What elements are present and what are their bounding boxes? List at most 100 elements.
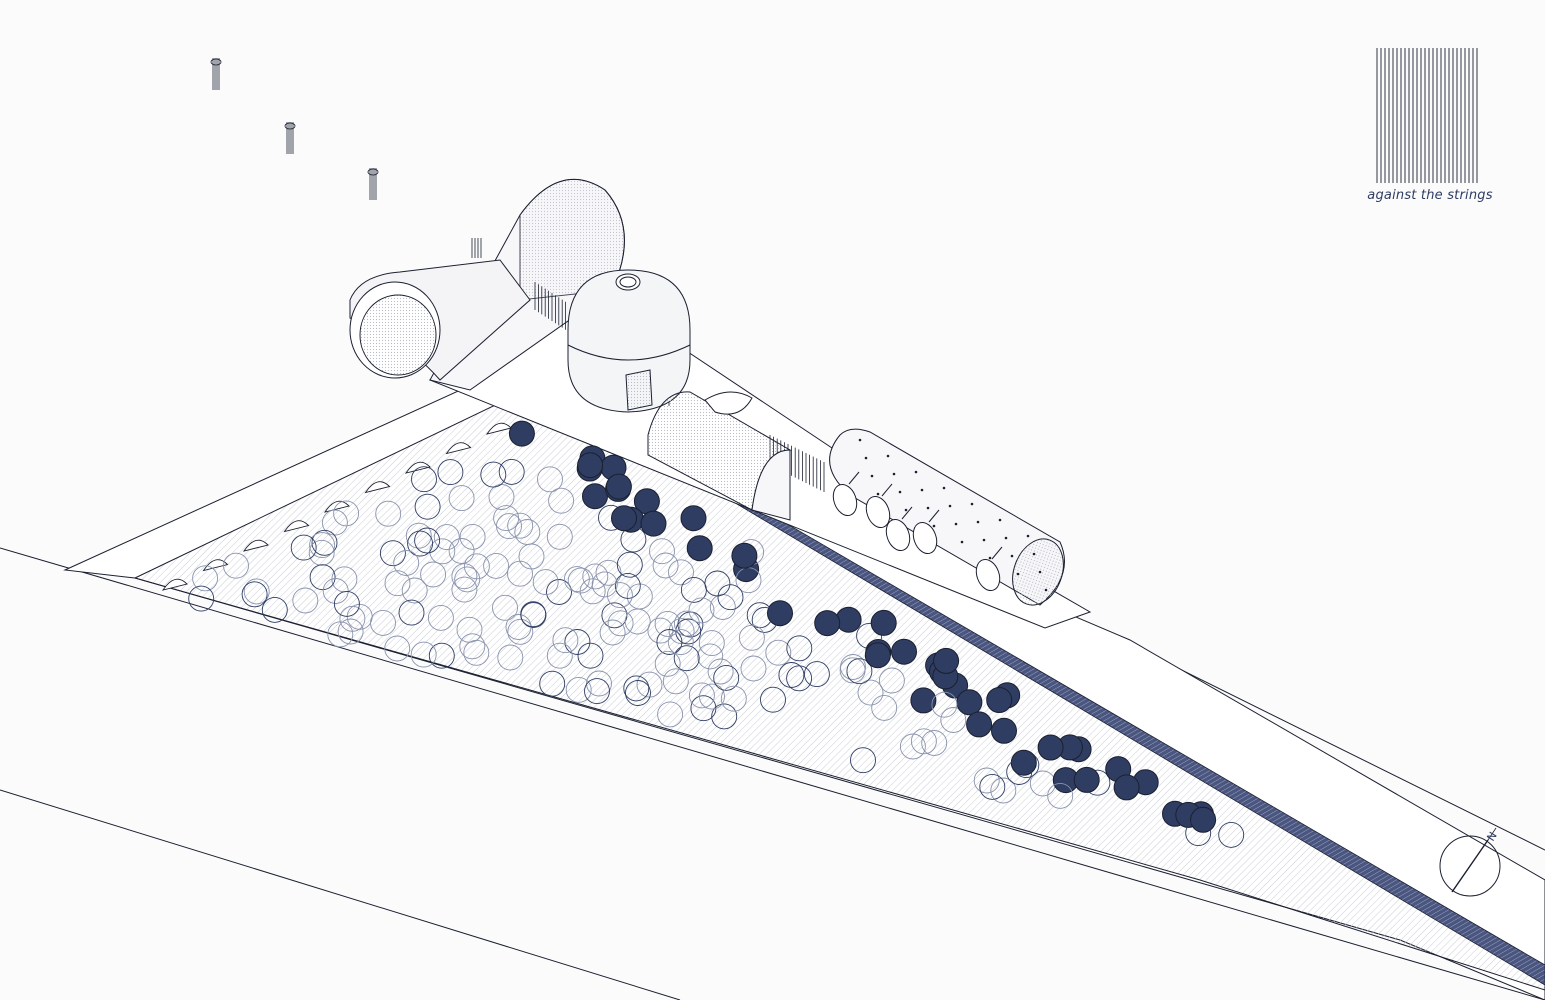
ball-outline [591, 571, 618, 598]
ball-outline [261, 596, 288, 623]
ball-outline [910, 728, 937, 755]
ball-outline [765, 639, 792, 666]
ball-filled [605, 473, 632, 500]
ball-outline [546, 523, 573, 550]
ball-outline [564, 629, 591, 655]
ball-outline [565, 676, 592, 703]
ball-outline [379, 540, 406, 567]
ball-filled [1073, 766, 1100, 793]
tube-hole [892, 472, 896, 476]
ball-outline [537, 466, 563, 493]
ball-outline [699, 683, 725, 710]
bench [404, 461, 431, 474]
cone-speaker-icon [865, 496, 891, 528]
ball-outline [990, 777, 1017, 804]
tube-hole [954, 522, 958, 526]
ball-outline [507, 618, 534, 645]
ball-outline [552, 627, 579, 654]
tube-hole [988, 556, 992, 560]
ball-outline [448, 538, 475, 564]
tube-hole [926, 506, 930, 510]
ball-outline [707, 658, 734, 685]
ball-outline [607, 610, 634, 637]
ball-outline [673, 610, 700, 637]
cone-speaker-icon [975, 559, 1001, 591]
ball-outline [624, 608, 651, 635]
ball-outline [688, 682, 715, 709]
ball-outline [327, 621, 354, 648]
cone-speakers [832, 471, 1003, 591]
ball-outline [505, 614, 532, 640]
ball-outline [407, 530, 434, 557]
cone-line [901, 506, 913, 520]
tube-hole [960, 540, 964, 544]
ball-outline [654, 650, 681, 677]
ball-outline [717, 584, 744, 611]
ball-outline [1185, 820, 1212, 847]
ball-outline [437, 459, 464, 486]
ball-outline [507, 512, 534, 539]
ball-outline [292, 587, 319, 614]
ball-outline [606, 582, 633, 609]
ball-filled [582, 483, 608, 510]
ball-outline [579, 578, 606, 605]
ball-outline [290, 534, 317, 561]
ball-outline [1218, 821, 1245, 848]
compass-icon [1439, 827, 1501, 897]
ball-outline [586, 670, 612, 697]
ball-outline [616, 551, 643, 578]
ball-outline [398, 599, 425, 626]
ball-outline [778, 662, 805, 688]
tube-hole [1032, 552, 1036, 556]
ball-outline [428, 642, 455, 669]
ball-outline [451, 576, 478, 603]
ball-outline [192, 565, 219, 592]
ball-outline [546, 642, 573, 669]
ball-outline [548, 487, 575, 514]
post-cap [284, 122, 296, 130]
ball-outline [493, 505, 520, 532]
ball-outline [577, 642, 604, 669]
ball-outline [940, 707, 967, 733]
string-posts [210, 58, 379, 200]
ball-outline [667, 629, 694, 656]
ball-outline [463, 553, 490, 580]
ball-outline [786, 635, 813, 662]
ball-outline [384, 635, 411, 662]
ball-outline [839, 657, 866, 684]
ball-filled [864, 642, 891, 669]
ball-outline [333, 500, 360, 527]
ball-outline [463, 639, 490, 666]
cone-speaker-icon [885, 519, 911, 551]
bench [364, 481, 391, 494]
cone-line [881, 483, 893, 497]
ball-filled [1010, 749, 1037, 776]
ball-filled [1190, 806, 1217, 833]
ball-outline [652, 552, 679, 579]
post-cap [367, 168, 379, 176]
ball-outline [410, 641, 437, 668]
cone-speaker-icon [912, 522, 938, 554]
arch-tunnel [647, 391, 792, 521]
tube-hole [886, 454, 890, 458]
tube-hole [932, 524, 936, 528]
tube-hole [1026, 534, 1030, 538]
ball-outline [188, 585, 215, 612]
ball-outline [740, 655, 767, 682]
tube-hole [858, 438, 862, 442]
ball-filled [577, 452, 604, 479]
ball-outline [433, 524, 460, 551]
ball-outline [1047, 782, 1074, 809]
ball-outline [241, 581, 268, 608]
ball-outline [654, 610, 681, 637]
ball-filled [991, 717, 1017, 744]
ball-outline [979, 773, 1006, 800]
ball-filled [731, 542, 758, 569]
ball-outline [649, 538, 675, 565]
bench [202, 559, 229, 572]
ball-outline [454, 566, 481, 593]
ball-pit [133, 384, 1545, 991]
ball-filled [933, 647, 960, 674]
ball-filled [767, 600, 793, 627]
ball-outline [492, 594, 518, 621]
